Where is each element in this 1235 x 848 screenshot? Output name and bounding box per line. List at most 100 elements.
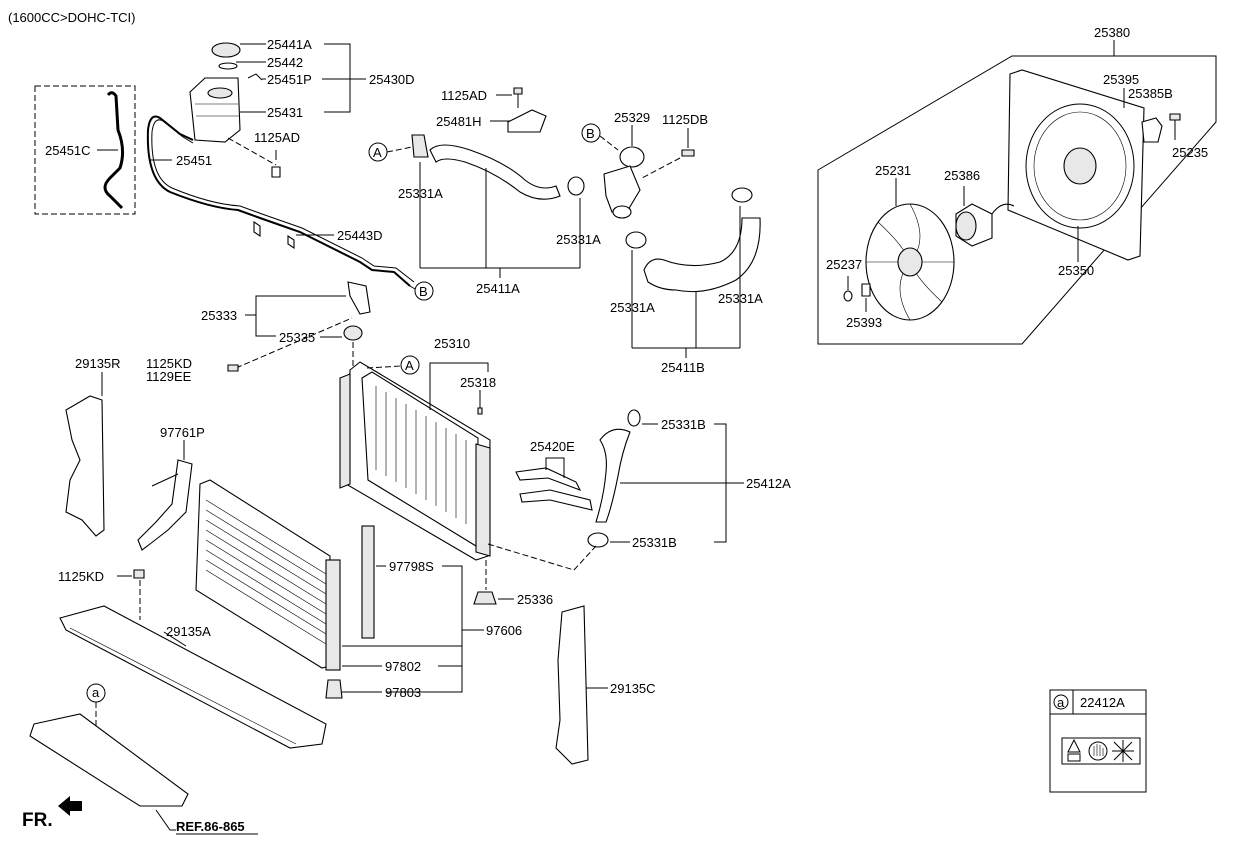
part-label-25431: 25431 <box>267 105 303 120</box>
part-label-1125DB: 1125DB <box>662 112 708 127</box>
clip-25393 <box>861 283 871 297</box>
part-label-1129EE: 1129EE <box>146 369 192 384</box>
part-label-22412A: 22412A <box>1080 695 1125 710</box>
part-label-29135R: 29135R <box>75 356 121 371</box>
bracket-25481H <box>507 109 547 133</box>
callout-B-upper-text: B <box>586 126 595 141</box>
hose-detail-box <box>34 85 136 215</box>
hose-clamp-right <box>567 176 585 196</box>
lower-hose <box>643 217 761 293</box>
air-guard-29135C <box>555 605 589 765</box>
part-label-25393: 25393 <box>846 315 882 330</box>
lower-shield-29135A <box>59 605 327 749</box>
part-label-25331B-upper: 25331B <box>661 417 706 432</box>
part-label-25386: 25386 <box>944 168 980 183</box>
hand-prohibited-icon <box>1088 741 1108 761</box>
part-label-25310: 25310 <box>434 336 470 351</box>
part-label-25420E: 25420E <box>530 439 575 454</box>
reference-label: REF.86-865 <box>176 819 245 834</box>
filler-neck <box>619 146 645 168</box>
part-label-25441A: 25441A <box>267 37 312 52</box>
front-arrow-icon <box>58 796 82 816</box>
resistor-25385B <box>1141 117 1163 143</box>
part-label-25411B: 25411B <box>661 360 705 375</box>
part-label-97761P: 97761P <box>160 425 205 440</box>
part-label-25331A-lower-right: 25331A <box>718 291 763 306</box>
part-label-25481H: 25481H <box>436 114 482 129</box>
part-label-1125AD-reservoir: 1125AD <box>254 130 300 145</box>
part-label-25231: 25231 <box>875 163 911 178</box>
front-indicator: FR. <box>22 810 53 831</box>
part-label-25331B-lower: 25331B <box>632 535 677 550</box>
part-label-25385B: 25385B <box>1128 86 1173 101</box>
reservoir-neck <box>207 87 233 99</box>
nut-25237 <box>843 290 853 302</box>
part-label-97802: 97802 <box>385 659 421 674</box>
warning-decal <box>1061 737 1141 765</box>
part-label-25395: 25395 <box>1103 72 1139 87</box>
part-label-25329: 25329 <box>614 110 650 125</box>
under-cover <box>29 713 189 807</box>
part-label-25335: 25335 <box>279 330 315 345</box>
part-label-25451P: 25451P <box>267 72 312 87</box>
part-label-25333: 25333 <box>201 308 237 323</box>
ac-pipe-97761P <box>137 459 193 551</box>
part-label-25411A: 25411A <box>476 281 520 296</box>
condenser <box>195 479 341 671</box>
warning-label-panel: a 22412A <box>1049 689 1147 793</box>
part-label-25451: 25451 <box>176 153 212 168</box>
warning-triangle-icon <box>1067 738 1081 753</box>
air-guard-29135R <box>65 395 105 537</box>
callout-B-lower <box>414 281 434 301</box>
callout-a-marker-text: a <box>92 685 100 700</box>
legend-callout-a: a <box>1057 695 1065 710</box>
engine-spec-label: (1600CC>DOHC-TCI) <box>8 10 136 25</box>
callout-A-upper-text: A <box>373 145 382 160</box>
bracket-25333 <box>347 281 371 315</box>
fan-assembly-box <box>817 55 1217 345</box>
receiver-drier-97802 <box>325 559 341 671</box>
radiator <box>339 361 491 561</box>
reservoir-group <box>189 42 366 178</box>
callout-B-upper <box>581 123 601 143</box>
part-label-97606: 97606 <box>486 623 522 638</box>
upper-hose <box>429 144 561 200</box>
transmission-hose-upper <box>515 467 582 492</box>
part-label-25350: 25350 <box>1058 263 1094 278</box>
part-label-25235: 25235 <box>1172 145 1208 160</box>
seal-97798S <box>361 525 375 639</box>
drier-cap-97803 <box>325 679 343 699</box>
part-label-25331A-lower-left: 25331A <box>610 300 655 315</box>
part-label-25336: 25336 <box>517 592 553 607</box>
fan-hazard-icon <box>1112 740 1134 762</box>
part-label-25443D: 25443D <box>337 228 383 243</box>
part-label-1125AD-bracket: 1125AD <box>441 88 487 103</box>
callout-A-radiator <box>400 355 420 375</box>
part-label-25331A-center: 25331A <box>556 232 601 247</box>
lower-hose-clamp-right <box>731 187 753 203</box>
reservoir-hose-25412A <box>595 428 631 523</box>
part-label-25237: 25237 <box>826 257 862 272</box>
transmission-hose-lower <box>519 489 593 511</box>
part-label-97803: 97803 <box>385 685 421 700</box>
callout-B-lower-text: B <box>419 284 428 299</box>
water-outlet <box>603 165 641 213</box>
lower-hose-clamp-left <box>625 231 647 249</box>
hose-clamp-left <box>411 134 429 158</box>
part-label-29135A: 29135A <box>166 624 211 639</box>
cap-seal <box>218 62 238 70</box>
part-label-25380: 25380 <box>1094 25 1130 40</box>
part-label-1125KD-upper: 1125KD <box>146 356 192 371</box>
part-label-25318: 25318 <box>460 375 496 390</box>
part-label-25451C: 25451C <box>45 143 91 158</box>
part-label-25412A: 25412A <box>746 476 791 491</box>
part-label-29135C: 29135C <box>610 681 656 696</box>
part-label-25430D: 25430D <box>369 72 415 87</box>
part-label-97798S: 97798S <box>389 559 434 574</box>
mount-25336 <box>473 591 497 605</box>
callout-A-radiator-text: A <box>405 358 414 373</box>
part-label-25442: 25442 <box>267 55 303 70</box>
radiator-symbol-icon <box>1067 753 1081 762</box>
part-label-1125KD-lower: 1125KD <box>58 569 104 584</box>
